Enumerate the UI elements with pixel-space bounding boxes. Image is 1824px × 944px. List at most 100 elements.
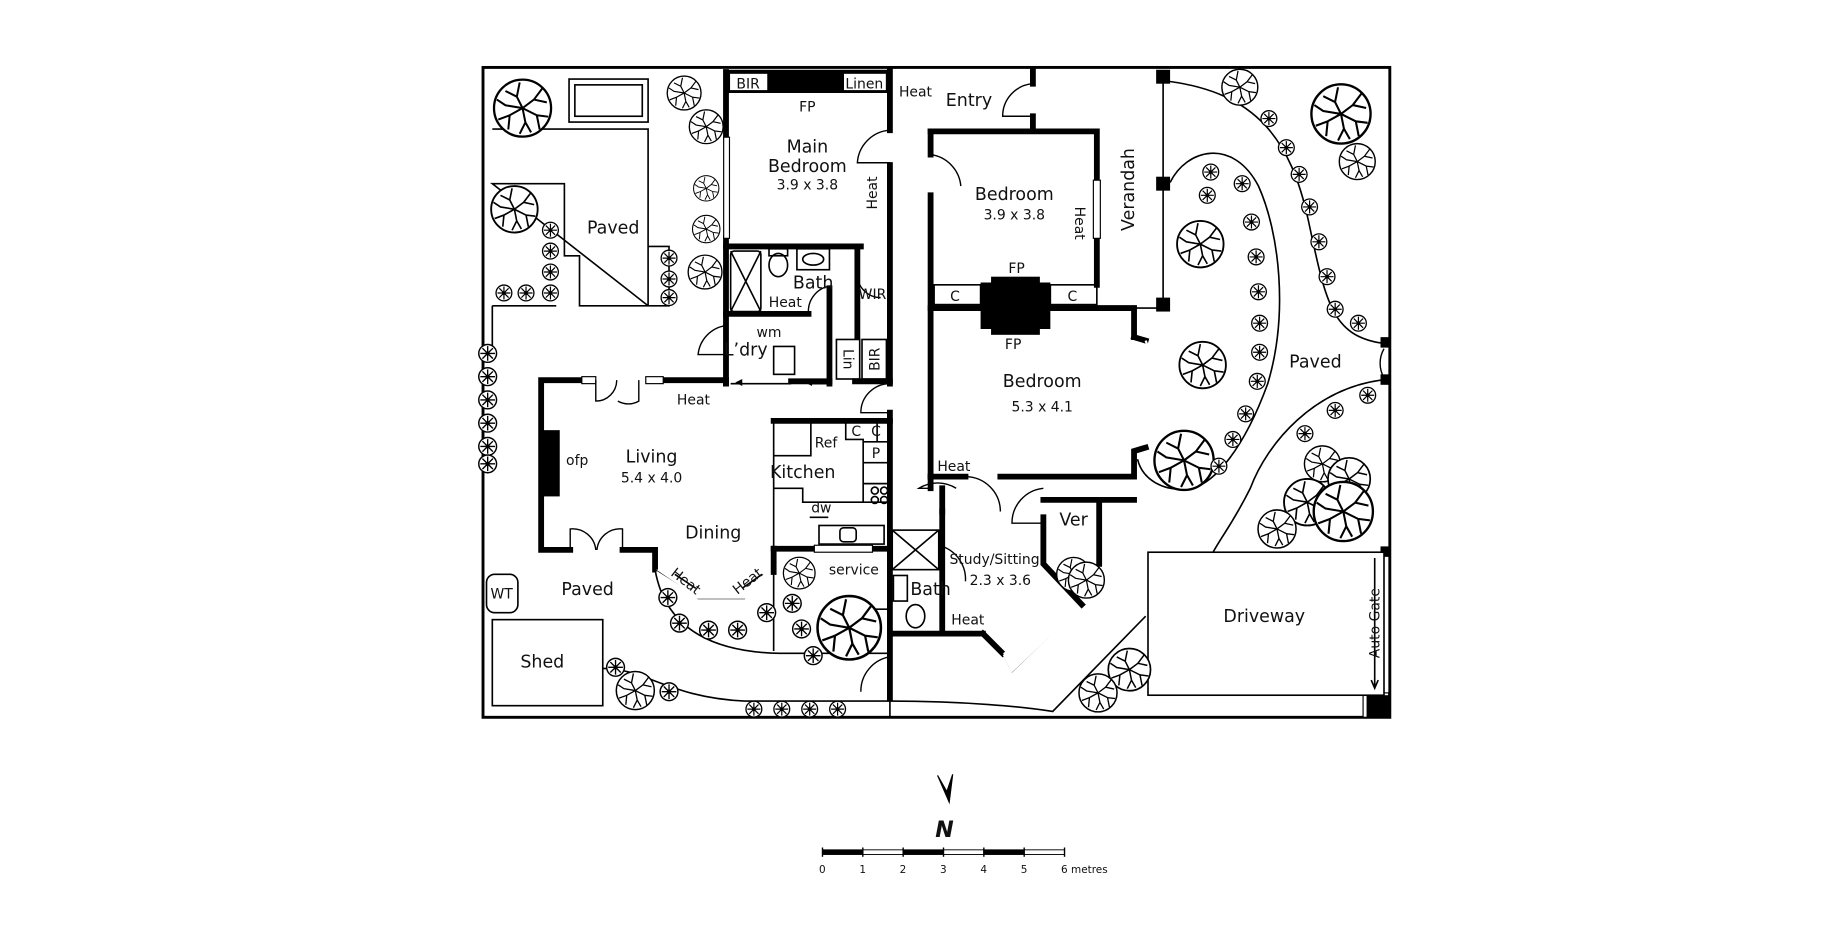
ensuite: [723, 247, 833, 387]
scale-segment: [862, 849, 904, 855]
tree-icon: [1078, 673, 1118, 713]
driveway-label: Driveway: [1223, 607, 1305, 627]
tree-icon: [492, 78, 553, 138]
tree-icon: [782, 556, 816, 590]
paved-area-outline: [489, 128, 670, 349]
heater-label: Heat: [677, 393, 711, 409]
tree-icon: [693, 175, 720, 202]
scale-segment: [1023, 849, 1065, 855]
bedroom-3-dims: 5.3 x 4.1: [1011, 400, 1072, 416]
verandah-posts: [1156, 69, 1391, 718]
scale-tick-label: 1: [859, 864, 866, 876]
cupboard-label: C: [1068, 289, 1078, 305]
bath-study: [887, 473, 1137, 673]
tree-icon: [816, 594, 883, 661]
tree-icon: [1178, 340, 1227, 390]
tree-icon: [1221, 68, 1259, 106]
planter-box: [568, 78, 649, 123]
scale-tick-label: 0: [819, 864, 826, 876]
scale-tick-label: 6 metres: [1061, 864, 1108, 876]
heater-label: Heat: [937, 459, 971, 475]
scale-segment: [902, 849, 944, 855]
fireplace-label: FP: [1008, 261, 1024, 277]
scale-tick-label: 3: [940, 864, 947, 876]
study-label: Study/Sitting: [949, 552, 1039, 568]
bedroom-2-label: Bedroom: [975, 185, 1054, 205]
fireplace-label: FP: [799, 100, 815, 116]
tree-icon: [1067, 561, 1106, 599]
tree-icon: [691, 214, 721, 244]
tree-icon: [1176, 219, 1225, 269]
north-compass: N: [935, 774, 954, 843]
bedrooms-east: [927, 66, 1164, 480]
washing-machine-label: wm: [757, 325, 782, 341]
water-tank-label: WT: [490, 587, 513, 603]
open-fireplace-label: ofp: [566, 453, 588, 469]
linen-label: Lin: [839, 349, 855, 369]
tree-icon: [1338, 142, 1376, 181]
heater-label: Heat: [865, 176, 881, 210]
bedroom-3-label: Bedroom: [1003, 372, 1082, 392]
scale-tick-label: 2: [900, 864, 907, 876]
scale-tick-label: 5: [1021, 864, 1028, 876]
bedroom-2-dims: 3.9 x 3.8: [984, 208, 1045, 224]
fireplace-label: FP: [1005, 337, 1021, 353]
living-dims: 5.4 x 4.0: [621, 470, 682, 486]
north-arrow-icon: [937, 774, 954, 805]
bir-label: BIR: [867, 347, 883, 371]
pantry-label: P: [872, 446, 880, 462]
dishwasher-label: dw: [811, 501, 831, 517]
cupboard-label: C: [871, 424, 881, 440]
study-dims: 2.3 x 3.6: [970, 573, 1031, 589]
linen-label: Linen: [845, 76, 883, 92]
bath-label: Bath: [910, 580, 951, 600]
heater-label: Heat: [899, 84, 933, 100]
driveway: [1147, 551, 1385, 697]
paved-label: Paved: [1289, 352, 1342, 372]
garden-paths: [485, 80, 1385, 718]
verandah-label: Verandah: [1119, 148, 1139, 231]
tree-icon: [666, 75, 702, 111]
tree-icon: [490, 185, 539, 234]
tree-icon: [688, 109, 724, 145]
ensuite-bath-label: Bath: [793, 273, 834, 293]
scale-bar: 0 1 2 3 4 5 6 metres: [819, 847, 1108, 876]
dining-label: Dining: [685, 523, 741, 543]
scale-tick-label: 4: [980, 864, 987, 876]
scale-segment: [983, 849, 1025, 855]
main-bedroom-dims: 3.9 x 3.8: [777, 177, 838, 193]
water-tank: [485, 573, 519, 614]
kitchen-label: Kitchen: [770, 463, 835, 483]
tree-icon: [1257, 509, 1297, 549]
paved-label: Paved: [587, 219, 640, 239]
tree-icon: [687, 254, 723, 290]
fridge-label: Ref: [815, 436, 839, 452]
shed: [491, 618, 604, 707]
entry-label: Entry: [946, 91, 992, 111]
living-dining: [538, 376, 777, 600]
paved-label: Paved: [561, 580, 613, 600]
verandah-small-label: Ver: [1059, 510, 1088, 530]
scale-segment: [943, 849, 985, 855]
main-bedroom-label-2: Bedroom: [768, 157, 847, 177]
main-bedroom: [723, 66, 893, 387]
tree-icon: [1310, 83, 1372, 145]
wir-label: WIR: [859, 287, 887, 303]
auto-gate-label: Auto Gate: [1367, 588, 1383, 658]
main-bedroom-label: Main: [787, 137, 829, 157]
tree-icon: [615, 670, 656, 711]
shed-label: Shed: [520, 652, 564, 672]
tree-icon: [1153, 429, 1215, 492]
laundry-label: L’dry: [724, 341, 768, 361]
heater-label: Heat: [951, 612, 985, 628]
north-label: N: [935, 818, 954, 843]
heater-label: Heat: [769, 295, 803, 311]
bir-label: BIR: [736, 76, 760, 92]
cupboard-label: C: [950, 289, 960, 305]
service-label: service: [829, 562, 879, 578]
tree-icon: [1312, 480, 1375, 543]
heater-label: Heat: [1071, 207, 1087, 241]
living-label: Living: [626, 448, 678, 468]
room-labels: BIR Linen FP Main Bedroom 3.9 x 3.8 Heat…: [490, 76, 1383, 672]
